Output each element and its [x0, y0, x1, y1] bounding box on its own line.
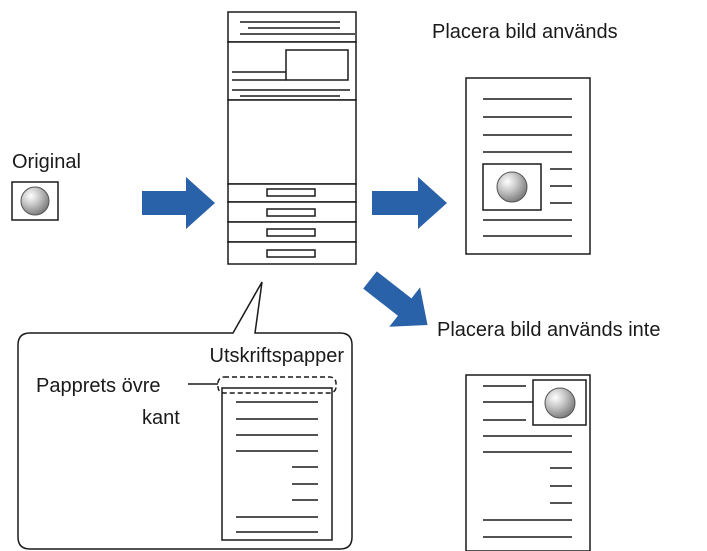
print-paper-label: Utskriftspapper [210, 345, 345, 367]
image-circle-icon [496, 171, 528, 203]
output-page-with-placement [465, 77, 591, 255]
paper-top-edge-label-line1: Papprets övre [36, 375, 161, 397]
image-circle-icon [20, 186, 50, 216]
original-label: Original [12, 151, 81, 173]
printer-illustration [227, 11, 357, 265]
arrow-to-without-placement [363, 271, 428, 327]
original-document [11, 181, 59, 221]
paper-top-edge-dashed [217, 376, 337, 394]
arrow-to-printer [142, 177, 215, 229]
callout-paper [217, 376, 337, 541]
with-placement-label: Placera bild används [432, 21, 618, 43]
paper-top-edge-label-line2: kant [142, 407, 180, 429]
arrow-to-with-placement [372, 177, 447, 229]
without-placement-label: Placera bild används inte [437, 319, 660, 341]
image-circle-icon [544, 387, 576, 419]
